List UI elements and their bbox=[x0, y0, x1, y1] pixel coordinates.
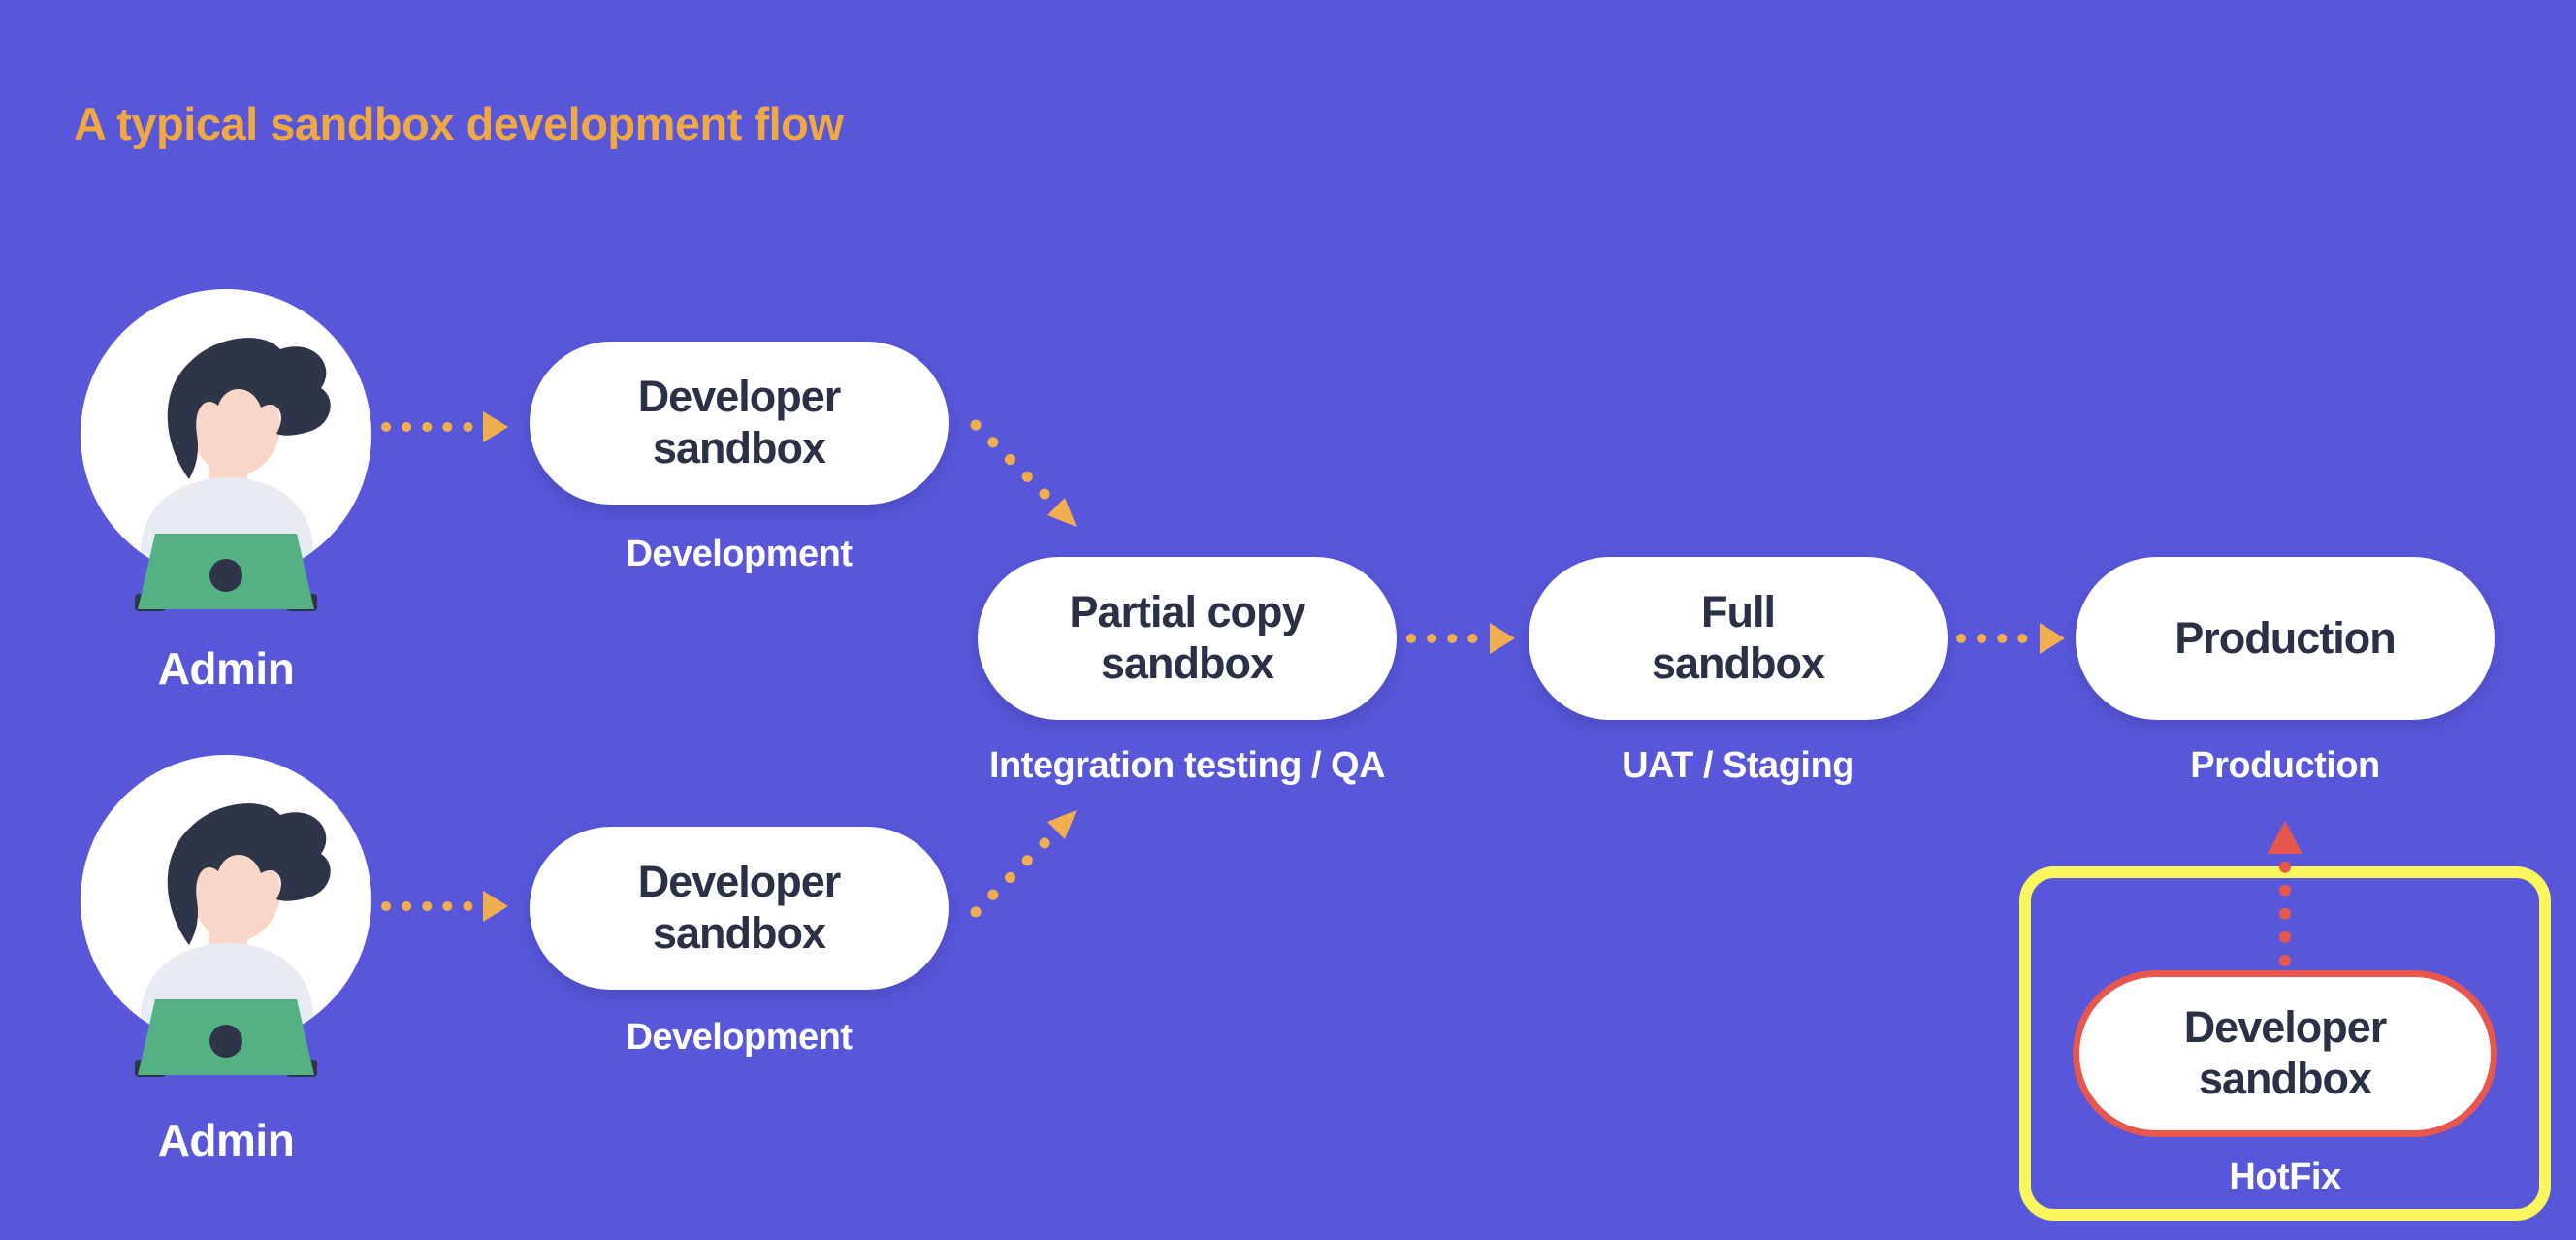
node-hotfix-developer-sandbox: Developer sandbox bbox=[2073, 970, 2497, 1137]
node-full-sandbox: Full sandbox bbox=[1529, 557, 1948, 720]
node-label-line1: Production bbox=[2174, 612, 2396, 663]
node-partial-copy-sandbox-sublabel: Integration testing / QA bbox=[988, 745, 1386, 786]
admin-2-label: Admin bbox=[157, 1115, 295, 1165]
node-label-line2: sandbox bbox=[1100, 638, 1274, 688]
node-label-line2: sandbox bbox=[2198, 1054, 2372, 1103]
node-label-line1: Developer bbox=[2183, 1002, 2388, 1053]
node-label-line1: Partial copy bbox=[1069, 587, 1305, 637]
arrow-admin1-to-dev1 bbox=[381, 411, 508, 442]
node-hotfix-sublabel: HotFix bbox=[2229, 1157, 2341, 1197]
node-label-line1: Developer bbox=[637, 372, 842, 422]
admin-avatar-icon bbox=[80, 755, 371, 1077]
node-label-line1: Developer bbox=[637, 857, 842, 907]
admin-2 bbox=[80, 755, 371, 1080]
arrow-full-to-production bbox=[1956, 623, 2065, 654]
node-full-sandbox-sublabel: UAT / Staging bbox=[1622, 745, 1854, 786]
node-label-line1: Full bbox=[1701, 587, 1776, 637]
arrow-dev2-to-partial bbox=[970, 810, 1077, 918]
node-label-line2: sandbox bbox=[652, 908, 826, 958]
node-developer-sandbox-1: Developer sandbox bbox=[530, 342, 949, 505]
node-production: Production bbox=[2076, 557, 2495, 720]
node-developer-sandbox-2: Developer sandbox bbox=[530, 827, 949, 990]
admin-1 bbox=[80, 289, 371, 614]
node-label-line2: sandbox bbox=[1651, 638, 1825, 688]
node-label-line2: sandbox bbox=[652, 423, 826, 473]
arrow-partial-to-full bbox=[1406, 623, 1515, 654]
node-developer-sandbox-1-sublabel: Development bbox=[626, 534, 853, 574]
arrow-dev1-to-partial bbox=[970, 419, 1077, 527]
admin-1-label: Admin bbox=[157, 643, 295, 694]
arrow-admin2-to-dev2 bbox=[381, 891, 508, 922]
node-developer-sandbox-2-sublabel: Development bbox=[626, 1017, 853, 1058]
node-partial-copy-sandbox: Partial copy sandbox bbox=[978, 557, 1397, 720]
node-production-sublabel: Production bbox=[2190, 745, 2380, 786]
admin-avatar-icon bbox=[80, 289, 371, 611]
page-title: A typical sandbox development flow bbox=[74, 98, 844, 149]
